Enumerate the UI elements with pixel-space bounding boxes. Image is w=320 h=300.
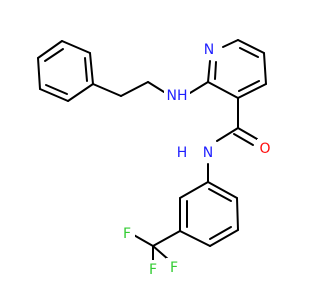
bond	[209, 229, 239, 247]
bond	[233, 133, 254, 146]
bond	[152, 230, 181, 247]
bond	[131, 233, 154, 247]
trifluoromethyl-phenyl-ring	[179, 181, 239, 247]
bond	[189, 81, 209, 94]
pyridine-nitrogen: N	[204, 42, 214, 58]
bond	[209, 226, 232, 240]
bond	[37, 57, 41, 90]
bond	[207, 181, 238, 199]
bond	[61, 40, 91, 54]
fluorine-left: F	[123, 226, 131, 242]
bond	[207, 60, 211, 83]
bond	[208, 188, 232, 202]
fluorine-bottom: F	[149, 262, 157, 278]
amine-nitrogen: NH	[167, 88, 188, 104]
bond	[238, 80, 260, 92]
bond	[84, 57, 88, 82]
molecule-diagram: N NH O N H F F F	[37, 39, 273, 278]
bond	[45, 84, 68, 95]
bond	[179, 230, 211, 247]
amide-group	[216, 97, 258, 146]
phenyl-ring	[37, 40, 94, 102]
amide-nitrogen: N	[203, 145, 213, 161]
fluorine-right: F	[170, 260, 178, 276]
bond	[236, 197, 239, 231]
bond	[152, 245, 170, 261]
ethyl-linker	[92, 81, 165, 97]
carbonyl-oxygen: O	[259, 141, 270, 157]
bond	[147, 81, 165, 93]
bond	[222, 39, 239, 48]
bond	[67, 83, 94, 102]
amide-hydrogen: H	[177, 145, 188, 161]
bond	[263, 52, 267, 85]
atom-labels: N NH O N H F F F	[119, 40, 273, 278]
bond	[120, 81, 149, 97]
bond	[92, 83, 122, 97]
bond	[39, 88, 69, 102]
bond	[237, 83, 267, 99]
structure-svg: N NH O N H F F F	[37, 39, 273, 278]
bond	[214, 61, 217, 80]
bond	[237, 39, 265, 54]
bond	[44, 48, 64, 62]
bond	[179, 181, 209, 199]
bond	[37, 40, 63, 59]
bond	[237, 127, 258, 140]
bond	[207, 81, 239, 99]
bond	[89, 52, 94, 85]
bond	[239, 47, 259, 58]
pyridine-ring	[207, 39, 267, 99]
bond	[216, 127, 239, 142]
